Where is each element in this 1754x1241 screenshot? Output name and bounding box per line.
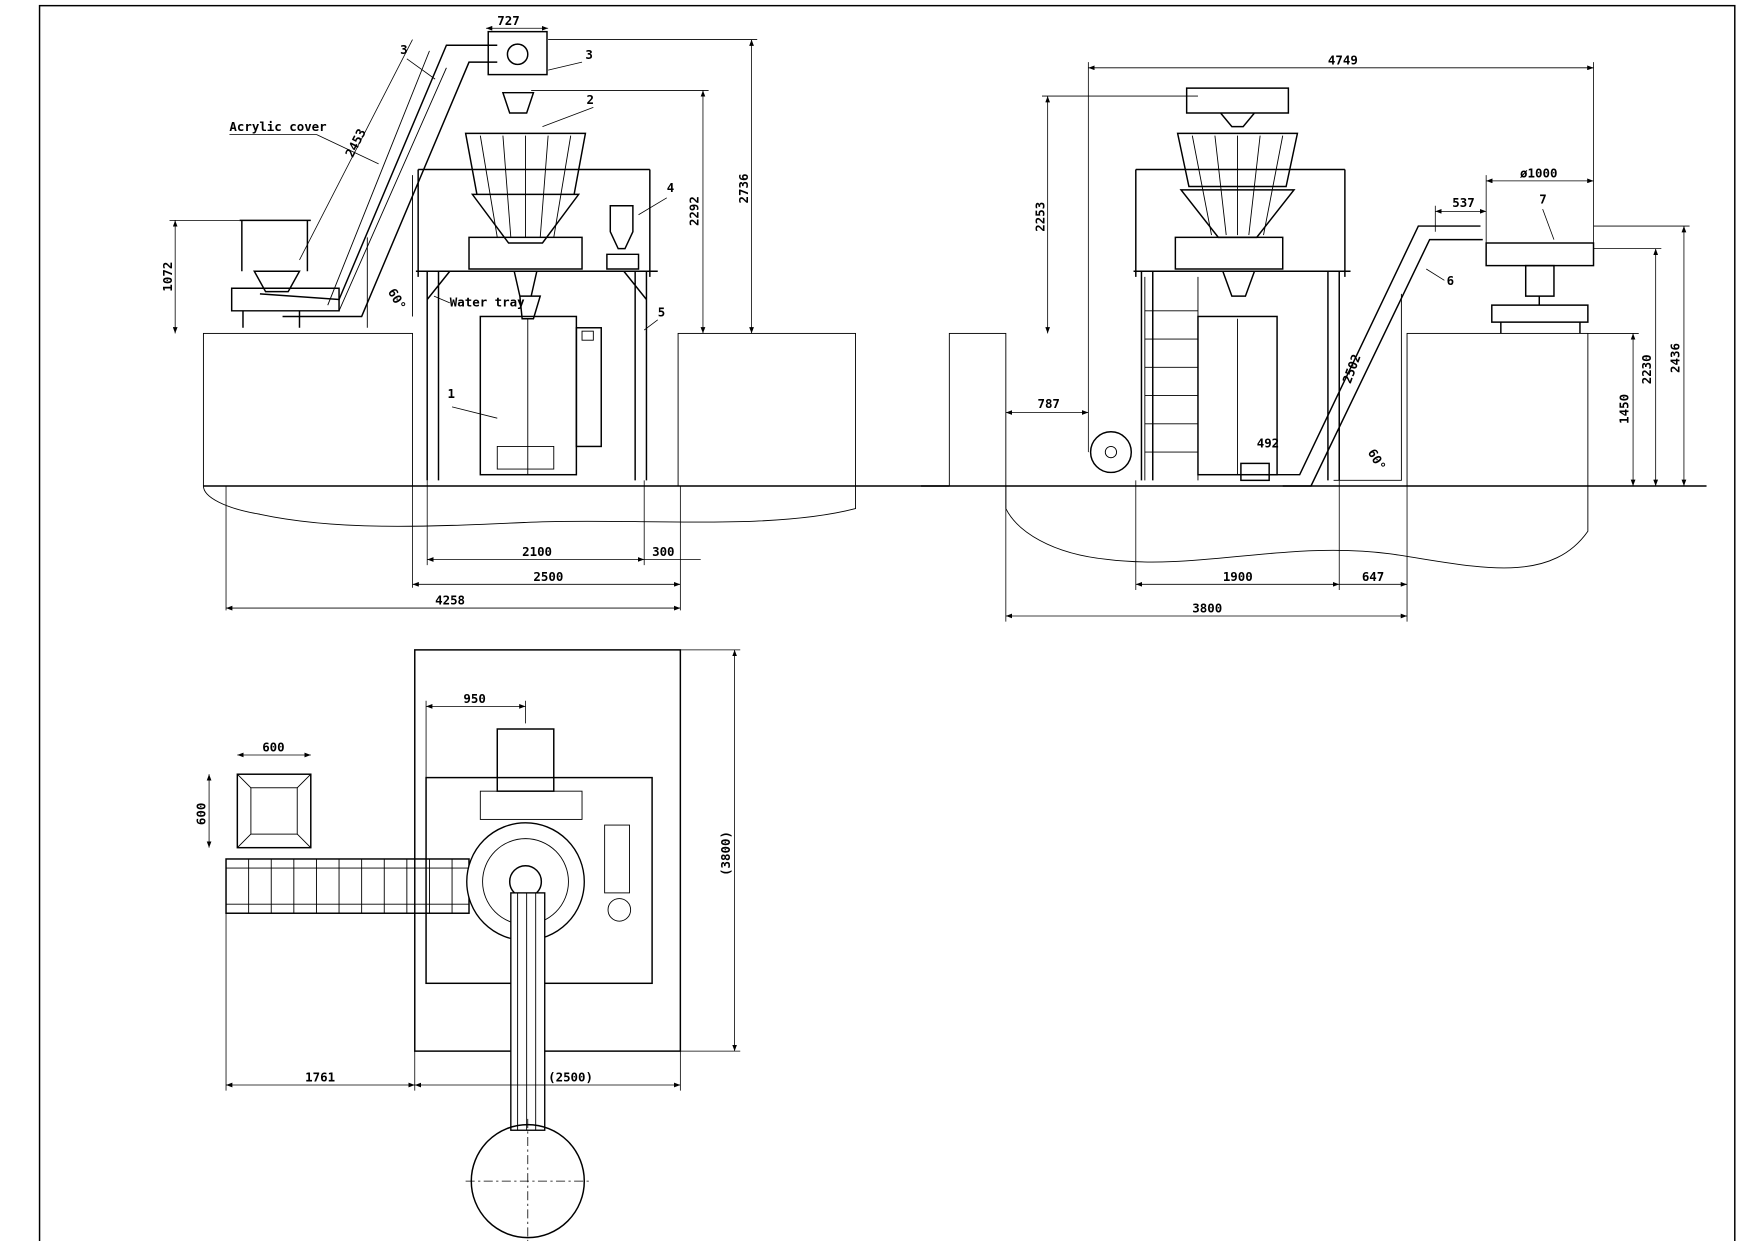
- callout-4: 4: [667, 180, 674, 195]
- dim-1072: 1072: [160, 262, 175, 292]
- weigher: [464, 30, 587, 270]
- dim-2436: 2436: [1667, 343, 1682, 373]
- feed-conveyor: [225, 858, 470, 914]
- output-conveyor: [1240, 225, 1483, 487]
- dim-600-depth: 600: [194, 803, 209, 825]
- side-view-right: 6 7 60° 4749 2253 787 ø1000 537 2502 492…: [921, 52, 1707, 622]
- dim-3800: 3800: [1192, 601, 1222, 616]
- callout-6: 6: [1447, 273, 1454, 288]
- dim-4258: 4258: [435, 593, 465, 608]
- dimensions: 4749 2253 787 ø1000 537 2502 492 1450 22…: [1005, 52, 1690, 622]
- packing-machine: [479, 270, 602, 476]
- support-frame: [1133, 168, 1351, 481]
- dim-537: 537: [1452, 195, 1474, 210]
- callout-3b: 3: [585, 47, 592, 62]
- dim-4749: 4749: [1328, 52, 1358, 67]
- drawing-border: [38, 4, 1736, 1241]
- label-angle: 60°: [385, 286, 409, 313]
- dim-300: 300: [652, 544, 674, 559]
- top-view: 950 600 600 (3800) (2500) 1761: [194, 649, 741, 1241]
- callout-7: 7: [1539, 191, 1546, 206]
- callout-5: 5: [658, 304, 665, 319]
- dim-647: 647: [1362, 569, 1384, 584]
- floor-bricks: [921, 332, 1707, 569]
- output-conveyor-top: [510, 892, 546, 1131]
- weigher: [1174, 87, 1299, 270]
- dim-2502: 2502: [1339, 352, 1363, 385]
- callout-2: 2: [587, 92, 594, 107]
- dim-1761: 1761: [305, 1070, 335, 1085]
- dim-2100: 2100: [522, 544, 552, 559]
- dimensions: 950 600 600 (3800) (2500) 1761: [194, 649, 741, 1091]
- side-view-left: Acrylic cover Water tray 60° 1 2 3 3 4 5…: [160, 13, 950, 611]
- packing-machine: [1197, 270, 1278, 476]
- dim-2736: 2736: [736, 174, 751, 204]
- dim-787: 787: [1037, 396, 1059, 411]
- callout-3a: 3: [400, 42, 407, 57]
- callout-1: 1: [448, 386, 455, 401]
- dim-2292: 2292: [686, 196, 701, 226]
- dim-2500: 2500: [533, 569, 563, 584]
- dim-1900: 1900: [1223, 569, 1253, 584]
- dimensions: 727 2736 2292 1072 2453 2100 300 2500 42…: [160, 13, 758, 611]
- dim-1450: 1450: [1617, 394, 1632, 424]
- label-water-tray: Water tray: [450, 294, 525, 309]
- dim-950: 950: [463, 691, 485, 706]
- dim-3800-paren: (3800): [718, 831, 733, 876]
- film-roll: [1089, 431, 1133, 474]
- hopper: [236, 773, 312, 849]
- dim-492: 492: [1257, 436, 1279, 451]
- incline-conveyor: [259, 44, 498, 328]
- rotary-table: [1485, 242, 1595, 334]
- dim-2253: 2253: [1032, 202, 1047, 232]
- dim-600-width: 600: [262, 740, 284, 755]
- label-angle: 60°: [1365, 446, 1389, 473]
- floor-bricks: [202, 332, 950, 527]
- dim-2230: 2230: [1639, 354, 1654, 384]
- hopper: [230, 219, 340, 328]
- dim-2453: 2453: [342, 126, 369, 159]
- dim-diameter-1000: ø1000: [1520, 165, 1557, 180]
- dim-2500-paren: (2500): [548, 1070, 593, 1085]
- label-acrylic-cover: Acrylic cover: [229, 119, 326, 134]
- layout-area: [414, 649, 682, 1052]
- product-tank: [606, 204, 640, 270]
- support-frame: [415, 168, 658, 481]
- dim-727: 727: [497, 13, 519, 28]
